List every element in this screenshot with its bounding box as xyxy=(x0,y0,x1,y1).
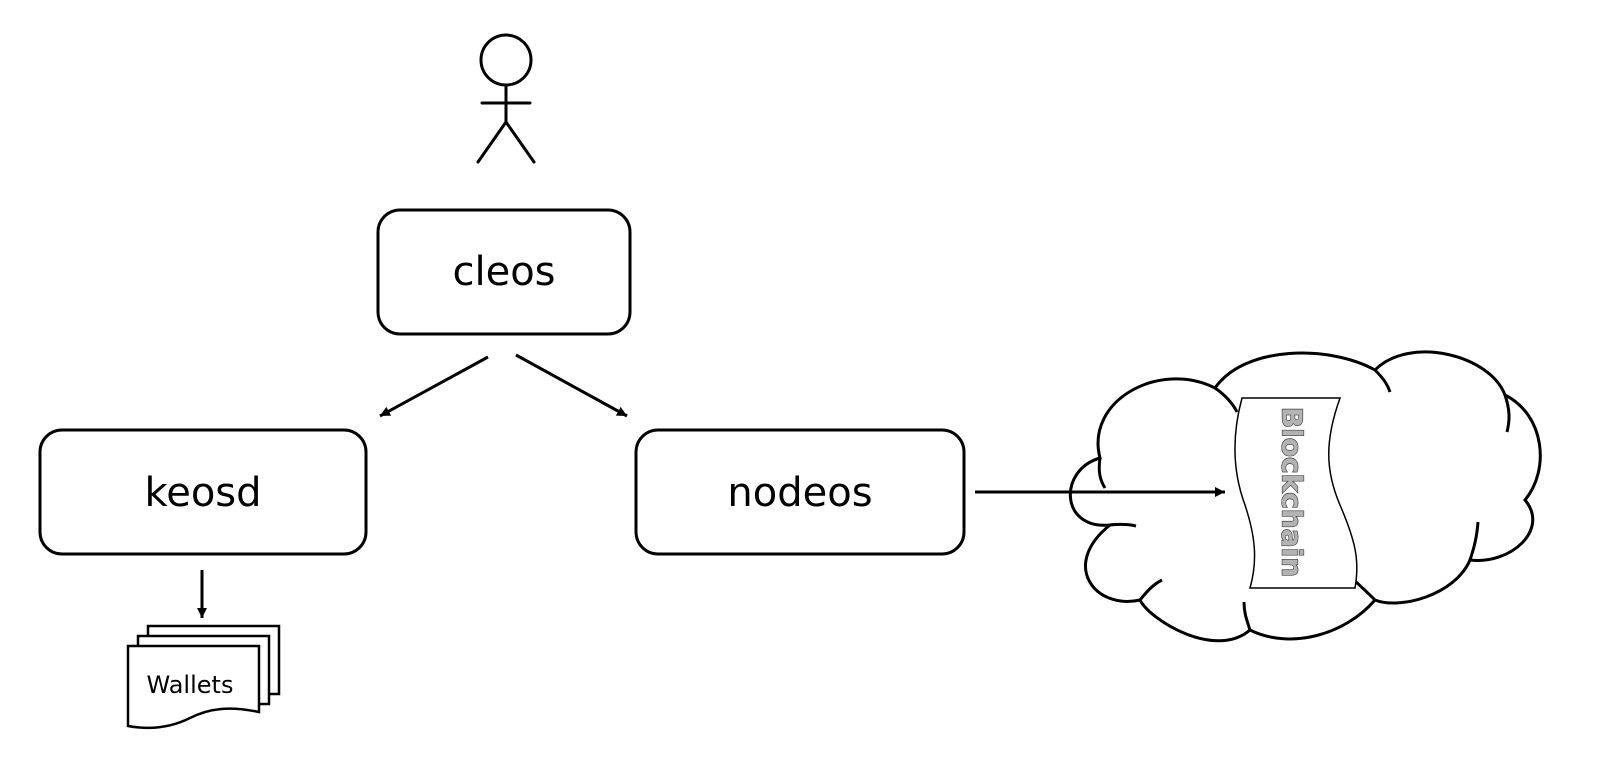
cleos-label: cleos xyxy=(452,249,555,295)
cloud-inner-strokes xyxy=(1097,368,1511,631)
scroll-icon xyxy=(1234,397,1358,589)
wallets-label: Wallets xyxy=(147,671,234,699)
keosd-label: keosd xyxy=(144,470,261,516)
nodeos-node: nodeos xyxy=(634,428,966,556)
document-stack-icon xyxy=(126,624,281,730)
user-stick-figure-icon xyxy=(476,33,536,164)
cleos-node: cleos xyxy=(376,208,632,336)
arrow-cleos-to-nodeos xyxy=(515,353,628,418)
blockchain-label: Blockchain xyxy=(1276,407,1309,577)
arrow-cleos-to-keosd xyxy=(379,355,489,418)
keosd-node: keosd xyxy=(38,428,368,556)
nodeos-label: nodeos xyxy=(727,470,872,516)
